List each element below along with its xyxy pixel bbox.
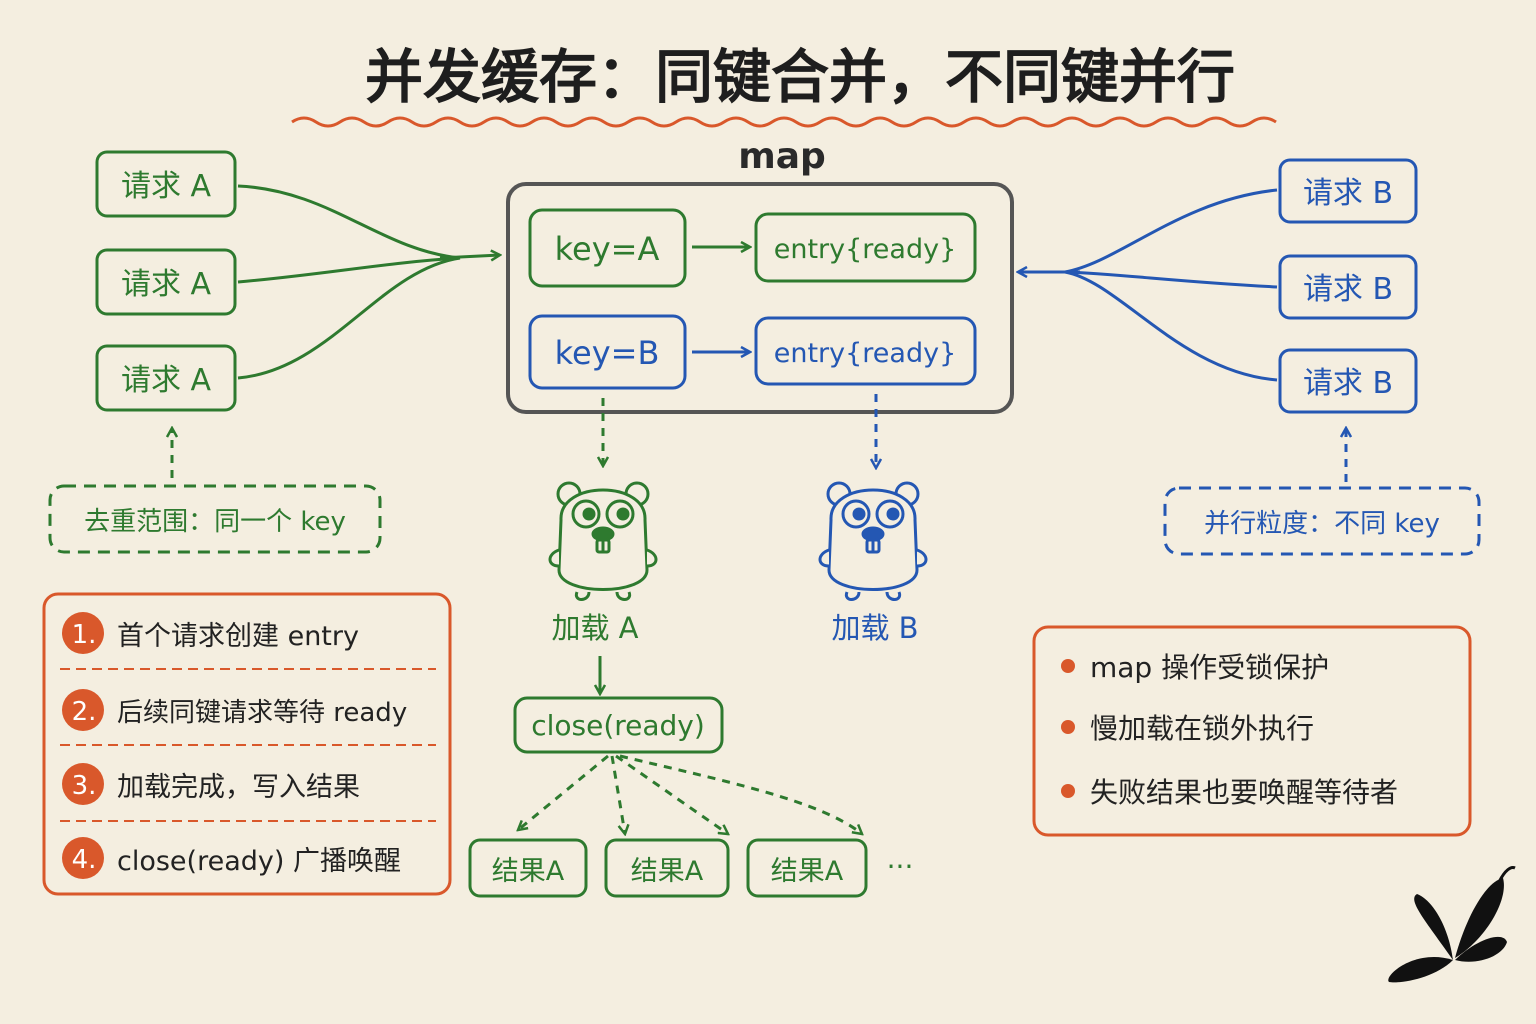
left-request-1: 请求 A — [95, 150, 237, 218]
key-a-label: key=A — [555, 230, 660, 268]
gopher-mascot-icon — [548, 481, 658, 601]
bullet-icon — [1061, 659, 1075, 673]
right-request-1: 请求 B — [1278, 158, 1418, 224]
result-1-label: 结果A — [492, 856, 565, 887]
right-converge-arrows — [1018, 188, 1278, 382]
close-ready-box: close(ready) — [513, 696, 724, 754]
result-box-3: 结果A — [746, 838, 868, 898]
step-1-text: 首个请求创建 entry — [117, 621, 359, 652]
step-4-text: close(ready) 广播唤醒 — [117, 846, 401, 877]
map-container — [506, 182, 1014, 414]
map-label: map — [738, 136, 826, 177]
step-3-number: 3. — [72, 771, 97, 801]
step-2-text: 后续同键请求等待 ready — [117, 698, 407, 728]
note-3: 失败结果也要唤醒等待者 — [1061, 776, 1398, 809]
entry-b-label: entry{ready} — [774, 338, 957, 369]
left-request-2: 请求 A — [95, 248, 237, 316]
right-request-1-label: 请求 B — [1303, 176, 1393, 211]
entry-b-box: entry{ready} — [754, 316, 977, 386]
key-b-box: key=B — [528, 314, 687, 390]
entry-a-box: entry{ready} — [754, 212, 977, 283]
key-a-box: key=A — [528, 208, 687, 288]
left-request-3-label: 请求 A — [121, 363, 212, 398]
results-ellipsis: ··· — [887, 850, 914, 883]
close-ready-label: close(ready) — [531, 709, 705, 742]
result-3-label: 结果A — [771, 856, 844, 887]
left-request-3: 请求 A — [95, 344, 237, 412]
notes-panel — [1032, 625, 1472, 837]
note-2: 慢加载在锁外执行 — [1061, 712, 1314, 745]
result-box-1: 结果A — [468, 838, 588, 898]
right-request-2: 请求 B — [1278, 254, 1418, 320]
steps-panel — [42, 592, 452, 896]
step-1: 1. 首个请求创建 entry — [62, 612, 359, 654]
step-4: 4. close(ready) 广播唤醒 — [62, 837, 401, 879]
entry-a-label: entry{ready} — [774, 234, 957, 265]
step-3-text: 加载完成，写入结果 — [117, 772, 360, 803]
step-4-number: 4. — [72, 845, 97, 875]
bullet-icon — [1061, 720, 1075, 734]
note-3-text: 失败结果也要唤醒等待者 — [1090, 776, 1398, 809]
page-title: 并发缓存：同键合并，不同键并行 — [365, 43, 1235, 111]
left-converge-arrows — [237, 184, 500, 380]
left-request-2-label: 请求 A — [121, 267, 212, 302]
parallel-granularity-text: 并行粒度：不同 key — [1204, 509, 1440, 539]
gopher-mascot-icon — [818, 481, 928, 601]
note-2-text: 慢加载在锁外执行 — [1090, 712, 1314, 745]
load-b-label: 加载 B — [831, 611, 918, 645]
right-request-2-label: 请求 B — [1303, 272, 1393, 307]
step-2-number: 2. — [72, 697, 97, 727]
load-a-label: 加载 A — [551, 611, 638, 645]
right-request-3: 请求 B — [1278, 348, 1418, 414]
key-b-label: key=B — [555, 334, 660, 372]
title-wavy-underline — [291, 116, 1277, 128]
step-1-number: 1. — [72, 620, 97, 650]
step-2: 2. 后续同键请求等待 ready — [62, 689, 407, 731]
butterfly-logo-icon — [1388, 866, 1516, 983]
right-request-3-label: 请求 B — [1303, 366, 1393, 401]
result-2-label: 结果A — [631, 856, 704, 887]
note-1-text: map 操作受锁保护 — [1090, 651, 1329, 684]
left-request-1-label: 请求 A — [121, 169, 212, 204]
broadcast-arrows — [518, 754, 862, 834]
parallel-granularity-callout: 并行粒度：不同 key — [1163, 486, 1481, 556]
result-box-2: 结果A — [604, 838, 730, 898]
step-3: 3. 加载完成，写入结果 — [62, 763, 360, 805]
dedup-scope-callout: 去重范围：同一个 key — [48, 484, 382, 554]
bullet-icon — [1061, 784, 1075, 798]
dedup-scope-text: 去重范围：同一个 key — [84, 507, 346, 537]
note-1: map 操作受锁保护 — [1061, 651, 1329, 684]
